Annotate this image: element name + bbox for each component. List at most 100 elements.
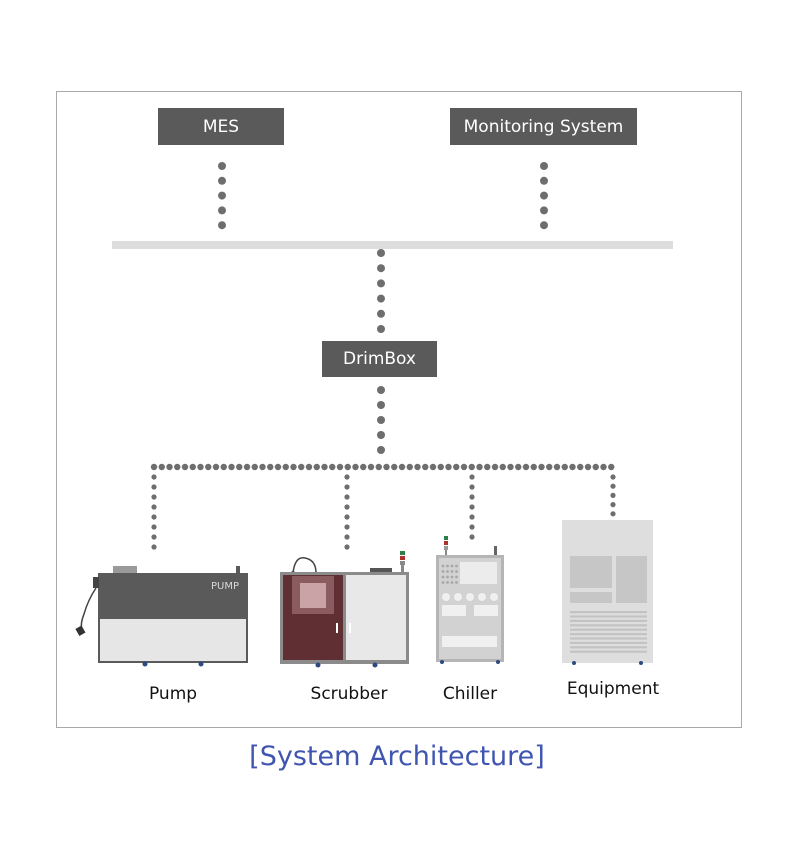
chiller-keypad-dot xyxy=(446,564,449,568)
connector-dot xyxy=(584,463,592,471)
chiller-keypad-dot xyxy=(450,564,454,568)
connector-dot xyxy=(344,544,350,550)
connector-dot xyxy=(460,463,468,471)
connector-dot xyxy=(218,191,226,200)
connector-dot xyxy=(377,386,385,394)
equipment-vent-slat xyxy=(570,641,647,644)
connector-dot xyxy=(218,221,226,230)
connector-dot xyxy=(484,463,491,471)
chiller-label: Chiller xyxy=(442,684,498,704)
connector-dot xyxy=(610,511,616,517)
connector-dot xyxy=(336,463,344,471)
connector-dot xyxy=(344,504,350,510)
connector-dot xyxy=(151,514,157,520)
connector-dot xyxy=(344,534,350,540)
diagram-caption: [System Architecture] xyxy=(249,741,545,772)
connector-dot xyxy=(610,502,616,508)
connector-dot xyxy=(344,514,350,520)
connector-dot xyxy=(491,463,499,471)
connector-dot xyxy=(305,463,313,471)
chiller-keypad-dot xyxy=(455,581,458,584)
chiller-keypad-dot xyxy=(455,570,458,573)
equipment-vent-slat xyxy=(570,611,647,614)
connector-dot xyxy=(243,463,251,471)
scrubber-label: Scrubber xyxy=(310,684,388,704)
connector-dot xyxy=(151,494,157,500)
connector-dot xyxy=(267,463,274,471)
chiller-keypad-dot xyxy=(455,564,458,568)
connector-dot xyxy=(220,463,227,471)
connector-dot xyxy=(398,463,406,471)
connector-dot xyxy=(274,463,282,471)
connector-dot xyxy=(298,463,305,471)
connector-dot xyxy=(608,463,615,471)
connector-dot xyxy=(546,463,553,471)
connectors xyxy=(150,162,616,550)
connector-dot xyxy=(515,463,522,471)
connector-dot xyxy=(251,463,258,471)
connector-dot xyxy=(540,206,548,215)
connector-dot xyxy=(468,463,475,471)
mes-node: MES xyxy=(158,108,284,145)
chiller-keypad-dot xyxy=(446,570,449,573)
connector-dot xyxy=(189,463,196,471)
monitoring-system-node: Monitoring System xyxy=(450,108,637,145)
connector-dot xyxy=(522,463,530,471)
connector-dot xyxy=(469,514,475,520)
connector-dot xyxy=(499,463,506,471)
connector-dot xyxy=(375,463,382,471)
connector-dot xyxy=(218,162,226,170)
pump-plate-label: PUMP xyxy=(211,581,239,592)
connector-dot xyxy=(377,279,385,288)
connector-dot xyxy=(218,206,226,215)
chiller-keypad-dot xyxy=(441,564,445,568)
connector-dot xyxy=(553,463,561,471)
connector-dot xyxy=(150,463,158,471)
connector-dot xyxy=(577,463,584,471)
connector-dot xyxy=(228,463,235,471)
equipment-vent-slat xyxy=(570,646,647,649)
connector-dot xyxy=(391,463,398,471)
connector-dot xyxy=(383,463,390,471)
connector-dot xyxy=(282,463,289,471)
equipment-vent-slat xyxy=(570,624,647,627)
connector-dot xyxy=(469,484,475,490)
connector-dot xyxy=(540,221,548,230)
chiller-keypad-dot xyxy=(455,575,458,579)
connector-dot xyxy=(197,463,204,471)
equipment-vent-slat xyxy=(570,633,647,636)
drimbox-node: DrimBox xyxy=(322,341,437,377)
chiller-keypad-dot xyxy=(450,575,454,579)
equipment-illustration xyxy=(562,520,653,665)
connector-dot xyxy=(414,463,421,471)
connector-dot xyxy=(561,463,568,471)
connector-dot xyxy=(530,463,537,471)
equipment-vent-slat xyxy=(570,615,647,618)
connector-dot xyxy=(377,446,385,454)
connector-dot xyxy=(469,474,475,480)
connector-dot xyxy=(377,294,385,303)
scrubber-illustration xyxy=(280,551,409,668)
connector-dot xyxy=(469,504,475,510)
connector-dot xyxy=(377,401,385,409)
connector-dot xyxy=(367,463,375,471)
connector-dot xyxy=(476,463,483,471)
connector-dot xyxy=(377,416,385,424)
connector-dot xyxy=(377,325,385,333)
equipment-vent-slat xyxy=(570,628,647,631)
connector-dot xyxy=(151,504,157,510)
connector-dot xyxy=(377,249,385,257)
chiller-keypad-dot xyxy=(446,575,449,579)
connector-dot xyxy=(352,463,359,471)
connector-dot xyxy=(437,463,444,471)
connector-dot xyxy=(377,431,385,439)
connector-dot xyxy=(313,463,320,471)
connector-dot xyxy=(344,524,350,530)
connector-dot xyxy=(259,463,266,471)
connector-dot xyxy=(538,463,545,471)
connector-dot xyxy=(377,309,385,318)
connector-dot xyxy=(344,494,350,500)
connector-dot xyxy=(344,474,350,480)
pump-label: Pump xyxy=(148,684,198,704)
connector-dot xyxy=(205,463,212,471)
